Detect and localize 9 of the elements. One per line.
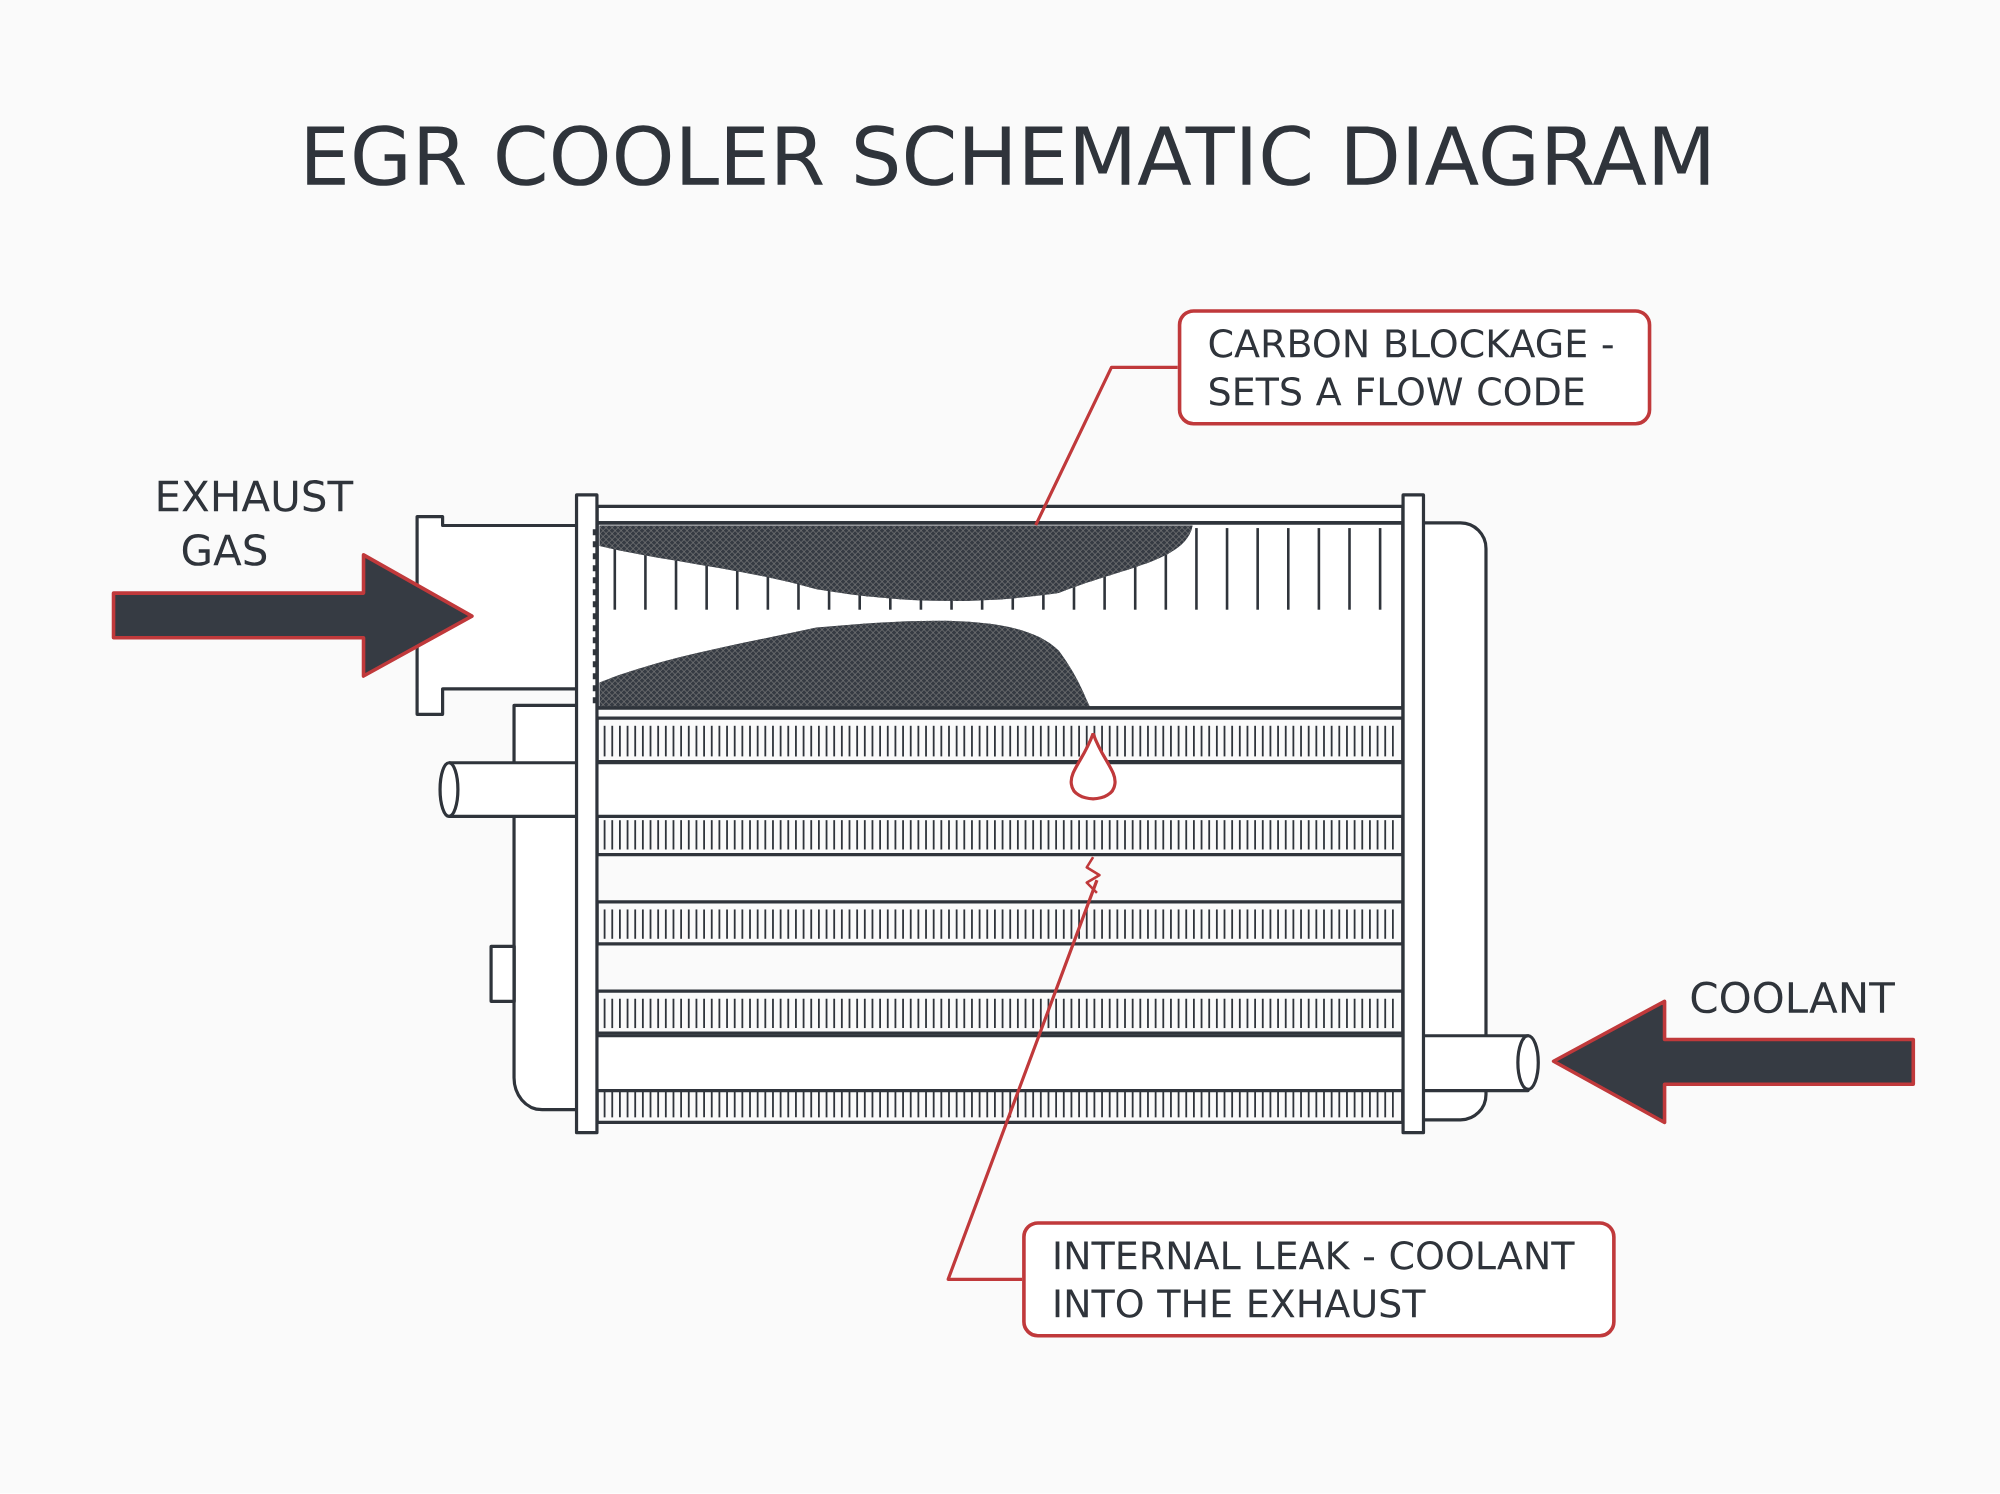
- carbon-deposit: [599, 525, 1193, 602]
- crack: [1085, 856, 1101, 894]
- title: EGR COOLER SCHEMATIC DIAGRAM: [307, 125, 1709, 187]
- callout-box: INTERNAL LEAK - COOLANT INTO THE EXHAUST: [1022, 1221, 1616, 1338]
- callout-box: CARBON BLOCKAGE - SETS A FLOW CODE: [1177, 309, 1652, 426]
- leader-line: [946, 879, 1099, 1282]
- flow-label: EXHAUST GAS: [158, 480, 354, 567]
- flow-label: COOLANT: [1691, 981, 1895, 1014]
- leader-line: [1034, 365, 1178, 526]
